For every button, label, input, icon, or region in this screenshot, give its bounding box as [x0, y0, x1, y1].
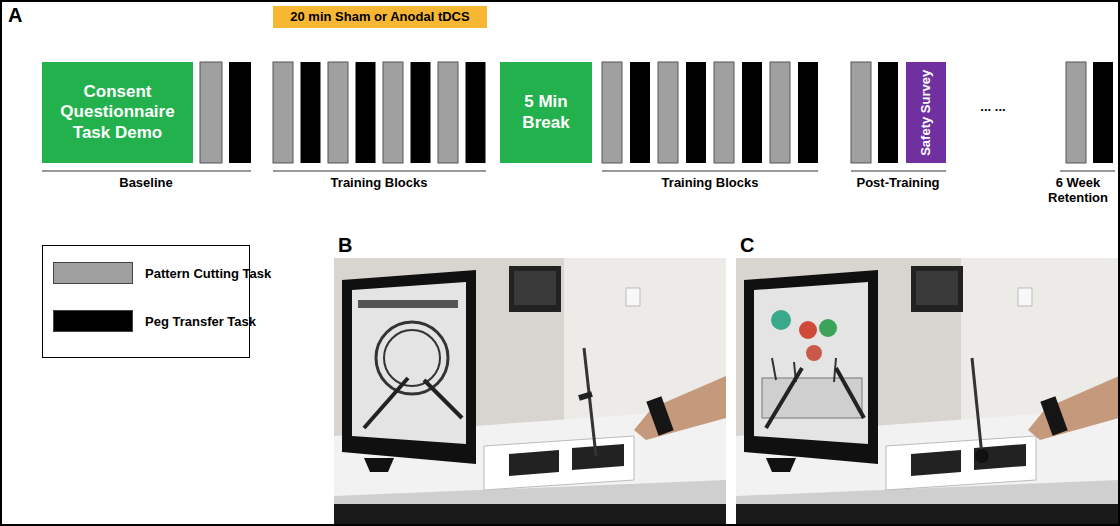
ellipsis-mark: ... ... — [958, 100, 1028, 115]
phase-label: Baseline — [86, 176, 206, 191]
group-underline — [42, 170, 1115, 172]
phase-box: Consent Questionnaire Task Demo — [42, 62, 193, 163]
phase-box: 5 Min Break — [500, 62, 592, 163]
phase-label: Training Blocks — [319, 176, 439, 191]
node-text: Consent Questionnaire Task Demo — [46, 82, 189, 143]
cutting-bar — [1066, 62, 1086, 163]
phase-label: Post-Training — [843, 176, 953, 191]
stimulation-bar: 20 min Sham or Anodal tDCS — [273, 6, 487, 28]
phase-label: Training Blocks — [650, 176, 770, 191]
peg-bar — [878, 62, 898, 163]
peg-bar — [1093, 62, 1113, 163]
cutting-bar — [200, 62, 222, 163]
panel-letter: C — [740, 234, 770, 257]
legend-row: Peg Transfer Task — [53, 310, 256, 332]
node-text: Safety Survey — [918, 70, 934, 156]
node-text: 5 Min Break — [504, 92, 588, 133]
training-bars — [273, 62, 486, 163]
legend-row: Pattern Cutting Task — [53, 262, 271, 284]
panel-letter: A — [8, 4, 38, 27]
legend-box: Pattern Cutting TaskPeg Transfer Task — [42, 245, 250, 358]
photo-pattern-cutting — [334, 258, 726, 526]
phase-label: 6 Week Retention — [1040, 176, 1116, 206]
legend-text: Peg Transfer Task — [145, 314, 256, 329]
training-bars — [602, 62, 818, 163]
peg-bar — [229, 62, 251, 163]
panel-letter: B — [338, 234, 368, 257]
legend-swatch — [53, 310, 133, 332]
node-text: 20 min Sham or Anodal tDCS — [290, 9, 469, 25]
legend-text: Pattern Cutting Task — [145, 266, 271, 281]
legend-swatch — [53, 262, 133, 284]
survey-box: Safety Survey — [906, 62, 946, 163]
photo-peg-transfer — [736, 258, 1119, 526]
cutting-bar — [851, 62, 871, 163]
